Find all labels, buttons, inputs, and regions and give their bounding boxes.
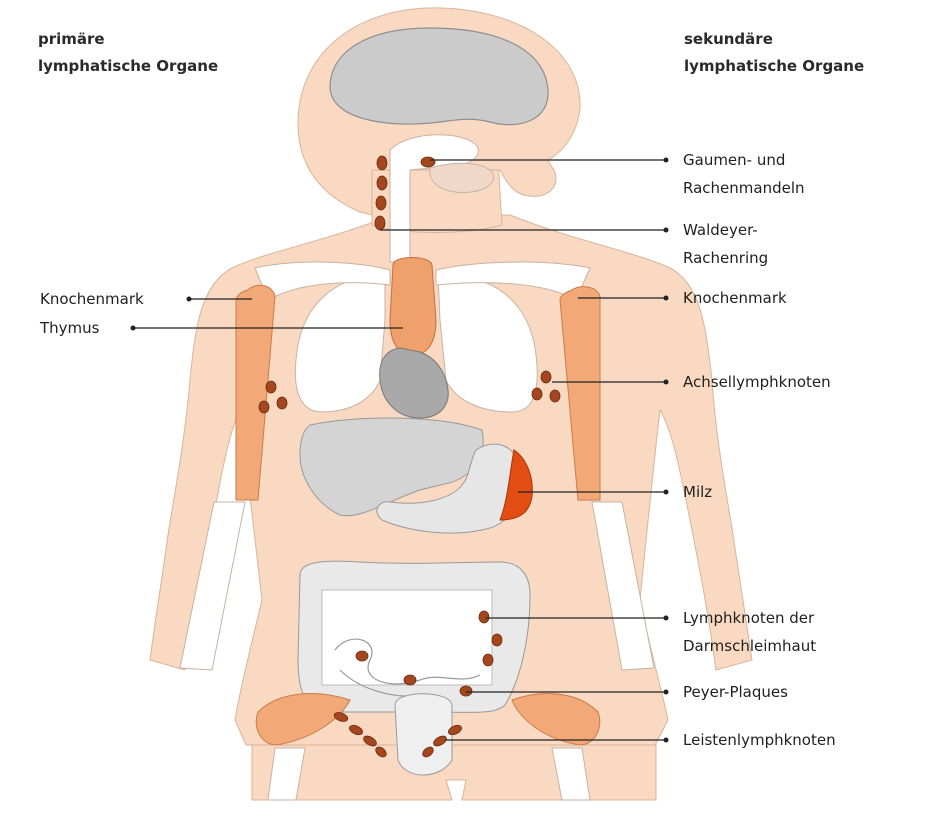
leader-dot	[664, 228, 669, 233]
leader-dot	[664, 690, 669, 695]
primary-header-line1: primäre	[38, 30, 105, 48]
axillary-node-right	[550, 390, 560, 402]
leader-dot	[664, 296, 669, 301]
axillary-node-right	[541, 371, 551, 383]
label-waldeyer-line1: Waldeyer-	[683, 221, 758, 239]
leader-dot	[664, 490, 669, 495]
rectum	[395, 694, 452, 775]
cervical-lymph-node	[377, 156, 387, 170]
axillary-node-right	[532, 388, 542, 400]
cervical-lymph-node	[377, 176, 387, 190]
label-peyer: Peyer-Plaques	[683, 683, 788, 701]
tonsil-node	[421, 157, 435, 167]
leader-dot	[664, 616, 669, 621]
axillary-node-left	[259, 401, 269, 413]
leader-dot	[664, 738, 669, 743]
mesenteric-node	[479, 611, 489, 623]
leader-dot	[187, 297, 192, 302]
mesenteric-node	[356, 651, 368, 661]
label-tonsils-line2: Rachenmandeln	[683, 179, 805, 197]
label-waldeyer-line2: Rachenring	[683, 249, 768, 267]
leader-dot	[664, 158, 669, 163]
mesenteric-node	[404, 675, 416, 685]
secondary-header-line2: lymphatische Organe	[684, 57, 864, 75]
label-knochenmark-left: Knochenmark	[40, 290, 144, 308]
leader-dot	[131, 326, 136, 331]
thymus-organ	[390, 258, 436, 356]
label-knochenmark-right: Knochenmark	[683, 289, 787, 307]
legs-shape	[252, 745, 656, 800]
axillary-node-left	[277, 397, 287, 409]
mesenteric-node	[492, 634, 502, 646]
label-mesenteric-line2: Darmschleimhaut	[683, 637, 816, 655]
mesenteric-node	[460, 686, 472, 696]
label-inguinal: Leistenlymphknoten	[683, 731, 836, 749]
label-thymus: Thymus	[39, 319, 100, 337]
primary-header-line2: lymphatische Organe	[38, 57, 218, 75]
label-mesenteric-line1: Lymphknoten der	[683, 609, 815, 627]
leader-dot	[664, 380, 669, 385]
label-axillary: Achsellymphknoten	[683, 373, 831, 391]
cervical-lymph-node	[375, 216, 385, 230]
small-intestine-area	[322, 590, 492, 685]
label-spleen: Milz	[683, 483, 712, 501]
axillary-node-left	[266, 381, 276, 393]
secondary-header-line1: sekundäre	[684, 30, 773, 48]
label-tonsils-line1: Gaumen- und	[683, 151, 785, 169]
mesenteric-node	[483, 654, 493, 666]
cervical-lymph-node	[376, 196, 386, 210]
